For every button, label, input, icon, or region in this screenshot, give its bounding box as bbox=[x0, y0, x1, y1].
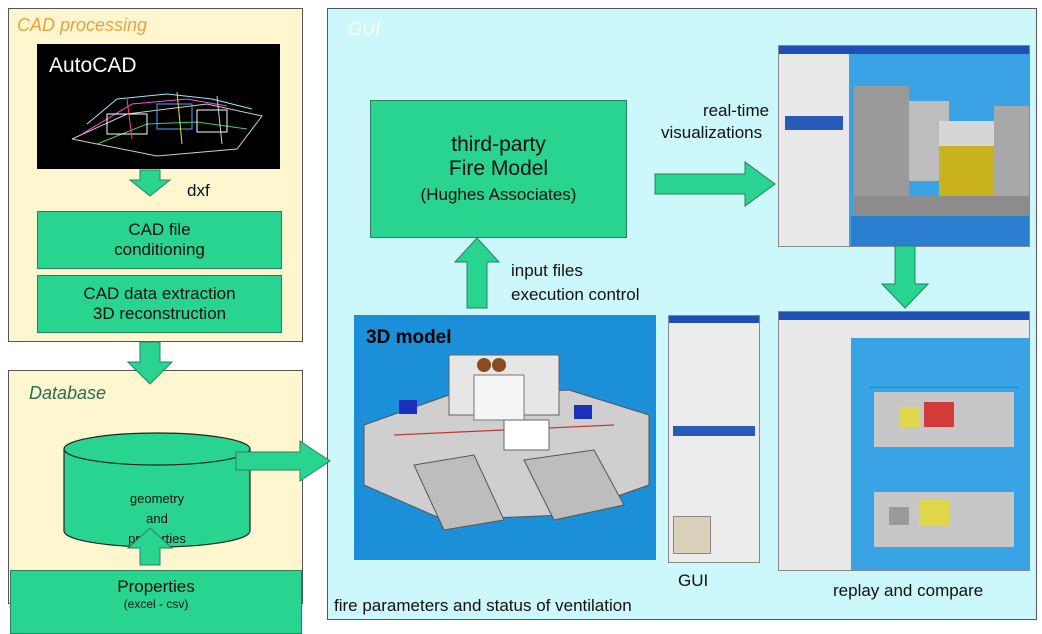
properties-box: Properties (excel - csv) bbox=[10, 570, 302, 634]
database-cylinder-icon bbox=[63, 432, 251, 548]
cad-processing-panel: CAD processing AutoCAD dxf CAD file cond… bbox=[8, 8, 303, 342]
gui-panel: GUI third-party Fire Model (Hughes Assoc… bbox=[327, 8, 1037, 620]
input-files-label: input files execution control bbox=[511, 259, 640, 307]
3d-model-render bbox=[363, 354, 650, 531]
cad-file-conditioning-box: CAD file conditioning bbox=[37, 211, 282, 269]
autocad-label: AutoCAD bbox=[49, 54, 137, 77]
dxf-label: dxf bbox=[187, 181, 210, 200]
3d-model-image: 3D model bbox=[354, 315, 656, 560]
input-line: input files bbox=[511, 261, 583, 280]
gui-label: GUI bbox=[678, 571, 709, 590]
realtime-line: real-time bbox=[702, 101, 770, 120]
fire-model-line: Fire Model bbox=[448, 157, 549, 180]
properties-subtitle: (excel - csv) bbox=[123, 597, 189, 611]
replay-compare-label: replay and compare bbox=[833, 581, 984, 600]
cylinder-line: properties bbox=[128, 531, 186, 546]
box-line: CAD data extraction bbox=[83, 284, 236, 303]
dialog-selection bbox=[673, 426, 755, 436]
input-line: execution control bbox=[511, 285, 640, 304]
realtime-visualization-screenshot bbox=[778, 45, 1030, 247]
replay-compare-screenshot bbox=[778, 311, 1030, 571]
window-titlebar bbox=[669, 316, 759, 323]
3d-model-label: 3D model bbox=[366, 327, 452, 348]
fire-model-line: third-party bbox=[451, 133, 546, 156]
cad-panel-title: CAD processing bbox=[17, 15, 148, 35]
realtime-label: real-time bbox=[676, 99, 796, 123]
window-titlebar bbox=[779, 46, 1029, 54]
cad-data-extraction-box: CAD data extraction 3D reconstruction bbox=[37, 275, 282, 333]
database-panel-title: Database bbox=[29, 383, 107, 403]
cylinder-line: and bbox=[146, 511, 168, 526]
database-panel: Database geometry and properties bbox=[8, 370, 303, 604]
gui-panel-title: GUI bbox=[348, 19, 381, 39]
replay-scenes bbox=[869, 387, 1019, 547]
window-titlebar bbox=[779, 312, 1029, 320]
realtime-line: visualizations bbox=[661, 123, 763, 142]
window-selection bbox=[785, 116, 843, 130]
cylinder-line: geometry bbox=[129, 491, 185, 506]
fire-model-box: third-party Fire Model (Hughes Associate… bbox=[370, 100, 627, 238]
gui-dialog-screenshot bbox=[668, 315, 760, 563]
fire-model-line: (Hughes Associates) bbox=[420, 185, 577, 204]
window-sidepanel bbox=[779, 338, 851, 570]
autocad-wireframe bbox=[71, 91, 263, 157]
box-line: conditioning bbox=[114, 240, 205, 259]
realtime-scene bbox=[851, 86, 1029, 246]
autocad-image: AutoCAD bbox=[37, 44, 280, 169]
window-toolbar bbox=[779, 320, 1029, 338]
box-line: 3D reconstruction bbox=[92, 304, 227, 323]
window-sidepanel bbox=[779, 54, 849, 246]
clock-icon bbox=[673, 516, 711, 554]
box-line: CAD file bbox=[128, 220, 191, 239]
properties-title: Properties bbox=[117, 577, 195, 596]
fire-parameters-label: fire parameters and status of ventilatio… bbox=[334, 596, 632, 615]
database-cylinder-label: geometry and properties bbox=[64, 489, 250, 549]
